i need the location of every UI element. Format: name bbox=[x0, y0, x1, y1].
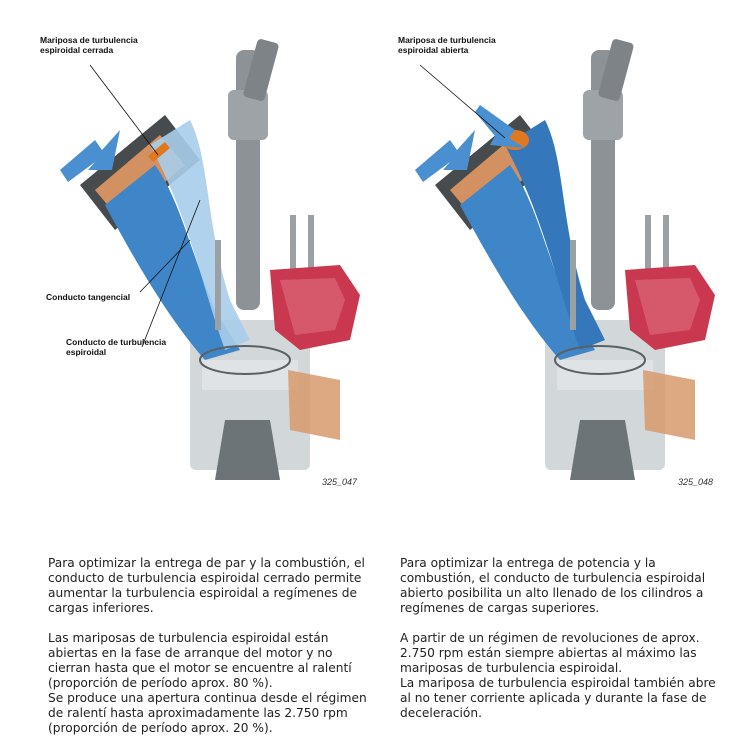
paragraph: Para optimizar la entrega de par y la co… bbox=[48, 556, 365, 615]
figure-swirl-flap-closed: Mariposa de turbulencia espiroidal cerra… bbox=[40, 20, 380, 487]
paragraph: Las mariposas de turbulencia espiroidal … bbox=[48, 631, 378, 736]
engine-illustration-open bbox=[415, 39, 715, 480]
paragraph: A partir de un régimen de revoluciones d… bbox=[400, 631, 730, 721]
text-column-right: Para optimizar la entrega de potencia y … bbox=[400, 556, 730, 736]
paragraph-line: Se produce una apertura continua desde e… bbox=[48, 691, 367, 735]
paragraph: Para optimizar la entrega de potencia y … bbox=[400, 556, 706, 615]
text-column-left: Para optimizar la entrega de par y la co… bbox=[48, 556, 378, 751]
figure-code: 325_048 bbox=[678, 477, 714, 487]
paragraph-line: La mariposa de turbulencia espiroidal ta… bbox=[400, 676, 716, 720]
engine-illustration-closed bbox=[60, 39, 360, 480]
label-swirl-duct: Conducto de turbulencia espiroidal bbox=[66, 337, 167, 357]
label-tangential-duct: Conducto tangencial bbox=[46, 292, 131, 302]
paragraph-line: Las mariposas de turbulencia espiroidal … bbox=[48, 631, 352, 690]
figure-code: 325_047 bbox=[322, 477, 358, 487]
label-swirl-flap-open: Mariposa de turbulencia espiroidal abier… bbox=[398, 35, 496, 55]
figure-swirl-flap-open: Mariposa de turbulencia espiroidal abier… bbox=[395, 20, 735, 487]
label-swirl-flap-closed: Mariposa de turbulencia espiroidal cerra… bbox=[40, 35, 138, 55]
paragraph-line: A partir de un régimen de revoluciones d… bbox=[400, 631, 700, 675]
